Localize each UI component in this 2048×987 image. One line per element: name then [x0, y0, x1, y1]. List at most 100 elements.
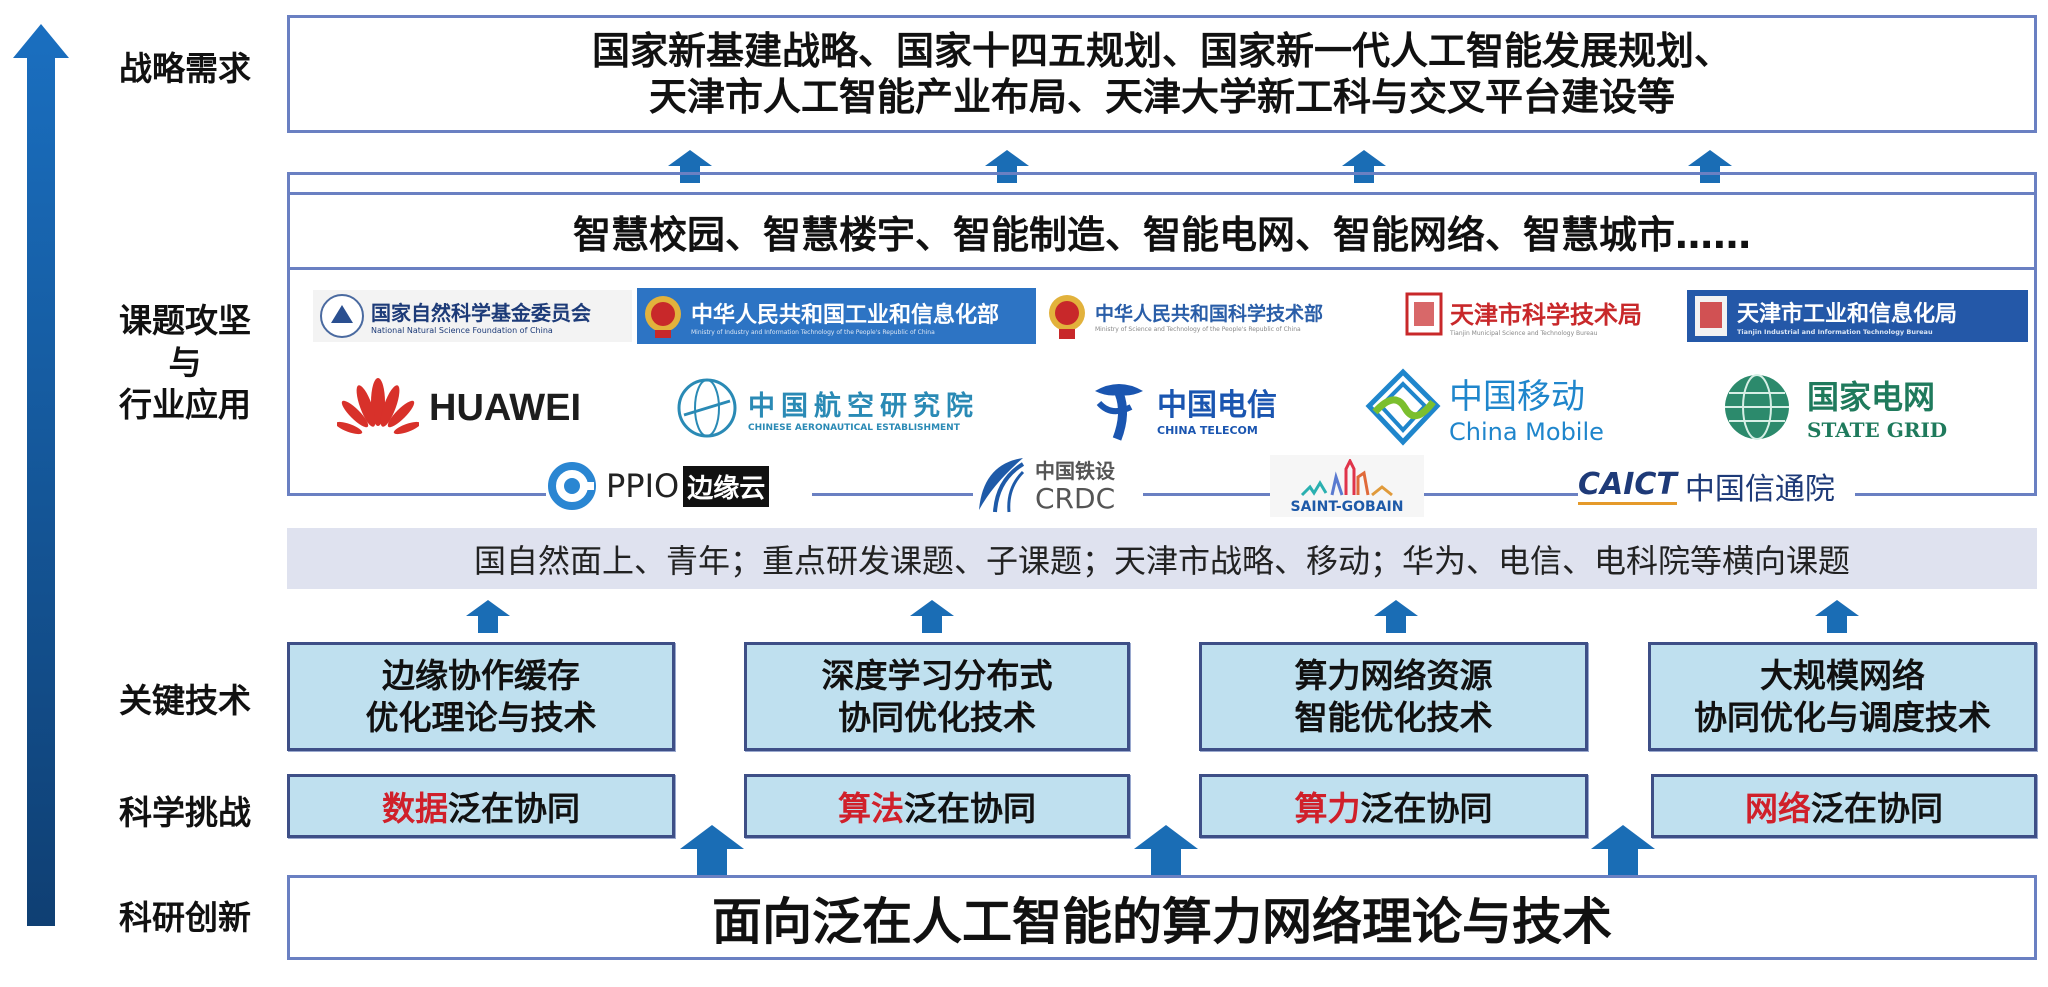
logo-china-telecom-en: CHINA TELECOM	[1157, 423, 1258, 437]
logo-cae-cn: 中国航空研究院	[748, 390, 979, 422]
key-tech-line1: 边缘协作缓存	[382, 655, 580, 695]
arrow-up-icon	[1374, 600, 1418, 633]
challenge-box: 网络泛在协同	[1651, 774, 2037, 838]
national-emblem-icon	[645, 296, 681, 338]
logo-huawei: HUAWEI	[337, 372, 614, 444]
logo-state-grid-en: STATE GRID	[1807, 418, 1948, 442]
challenge-highlight: 算法	[838, 789, 904, 828]
vertical-progress-arrow-icon	[13, 24, 69, 926]
logo-tianjin-science-en: Tianjin Municipal Science and Technology…	[1450, 330, 1598, 337]
label-challenge: 科学挑战	[119, 793, 251, 832]
logo-miit-cn: 中华人民共和国工业和信息化部	[691, 302, 1000, 328]
label-innovation: 科研创新	[119, 898, 251, 937]
logo-china-telecom: 中国电信 CHINA TELECOM	[1087, 372, 1300, 444]
china-mobile-icon	[1365, 368, 1441, 446]
logo-saint-gobain-text: SAINT-GOBAIN	[1290, 499, 1404, 515]
logo-china-mobile-cn: 中国移动	[1449, 376, 1585, 417]
ppio-ring-icon	[548, 462, 596, 510]
challenge-rest: 泛在协同	[448, 789, 580, 828]
key-tech-line2: 优化理论与技术	[365, 697, 597, 737]
innovation-box: 面向泛在人工智能的算力网络理论与技术	[287, 875, 2037, 960]
projects-frame	[287, 172, 2037, 496]
logo-tianjin-science: 天津市科学技术局 Tianjin Municipal Science and T…	[1404, 288, 1678, 344]
label-projects-line1: 课题攻坚	[119, 301, 251, 340]
arrow-up-icon	[1591, 825, 1655, 875]
logo-cae: 中国航空研究院 CHINESE AERONAUTICAL ESTABLISHME…	[676, 372, 980, 444]
challenge-box: 数据泛在协同	[287, 774, 675, 838]
cae-globe-icon	[677, 378, 737, 438]
china-telecom-icon	[1095, 384, 1143, 441]
huawei-petals-icon	[337, 378, 419, 435]
state-grid-globe-icon	[1725, 374, 1789, 440]
arrow-up-icon	[910, 600, 954, 633]
logo-crdc: 中国铁设 CRDC	[973, 452, 1143, 516]
logo-nsfc-cn: 国家自然科学基金委员会	[371, 301, 591, 325]
logo-miit-en: Ministry of Industry and Information Tec…	[691, 328, 935, 336]
strategy-line-2: 天津市人工智能产业布局、天津大学新工科与交叉平台建设等	[648, 75, 1675, 119]
key-tech-box: 边缘协作缓存 优化理论与技术	[287, 642, 675, 751]
key-tech-line1: 深度学习分布式	[821, 655, 1053, 695]
challenge-highlight: 网络	[1745, 789, 1811, 828]
saint-gobain-skyline-icon	[1300, 459, 1393, 497]
national-emblem-icon	[1049, 295, 1085, 339]
logo-nsfc-en: National Natural Science Foundation of C…	[371, 326, 553, 335]
logo-state-grid-cn: 国家电网	[1807, 378, 1936, 416]
logo-saint-gobain: SAINT-GOBAIN	[1270, 455, 1424, 517]
logo-caict: CAICT 中国信通院	[1578, 462, 1855, 510]
logo-huawei-text: HUAWEI	[429, 386, 581, 429]
logo-caict-text: CAICT	[1578, 467, 1677, 505]
arrow-up-icon	[466, 600, 510, 633]
nsfc-emblem-icon	[320, 294, 364, 338]
crdc-swoosh-icon	[979, 458, 1025, 513]
logo-miit: 中华人民共和国工业和信息化部 Ministry of Industry and …	[637, 288, 1036, 344]
arrow-up-icon	[1815, 600, 1859, 633]
logo-ppio: PPIO 边缘云	[546, 458, 812, 514]
projects-band: 国自然面上、青年；重点研发课题、子课题；天津市战略、移动；华为、电信、电科院等横…	[287, 528, 2037, 589]
logo-tianjin-industry: 天津市工业和信息化局 Tianjin Industrial and Inform…	[1687, 290, 2028, 342]
logo-crdc-cn: 中国铁设	[1035, 458, 1115, 483]
tianjin-seal-icon	[1405, 292, 1443, 336]
key-tech-line2: 协同优化技术	[838, 697, 1036, 737]
challenge-highlight: 数据	[382, 789, 448, 828]
tianjin-seal-icon	[1695, 296, 1727, 336]
challenge-rest: 泛在协同	[904, 789, 1036, 828]
logo-ppio-cn: 边缘云	[683, 465, 770, 507]
key-tech-line2: 协同优化与调度技术	[1694, 697, 1991, 737]
logo-cae-en: CHINESE AERONAUTICAL ESTABLISHMENT	[748, 422, 960, 433]
logo-caict-cn: 中国信通院	[1684, 472, 1835, 507]
logo-tianjin-science-cn: 天津市科学技术局	[1450, 300, 1642, 329]
challenge-box: 算法泛在协同	[744, 774, 1130, 838]
logo-china-mobile-en: China Mobile	[1449, 417, 1604, 446]
key-tech-line2: 智能优化技术	[1294, 697, 1493, 737]
strategy-box: 国家新基建战略、国家十四五规划、国家新一代人工智能发展规划、 天津市人工智能产业…	[287, 15, 2037, 133]
arrow-up-icon	[1134, 825, 1198, 875]
label-projects-line3: 行业应用	[119, 385, 251, 424]
logo-most: 中华人民共和国科学技术部 Ministry of Science and Tec…	[1045, 288, 1397, 344]
key-tech-line1: 大规模网络	[1760, 655, 1925, 695]
logo-state-grid: 国家电网 STATE GRID	[1721, 366, 1966, 448]
applications-text: 智慧校园、智慧楼宇、智能制造、智能电网、智能网络、智慧城市……	[572, 212, 1751, 257]
key-tech-line1: 算力网络资源	[1294, 655, 1493, 695]
key-tech-box: 深度学习分布式 协同优化技术	[744, 642, 1130, 751]
key-tech-box: 大规模网络 协同优化与调度技术	[1648, 642, 2037, 751]
label-projects-line2: 与	[168, 343, 202, 382]
logo-tianjin-industry-cn: 天津市工业和信息化局	[1737, 302, 1958, 327]
arrow-up-icon	[680, 825, 744, 875]
challenge-box: 算力泛在协同	[1199, 774, 1588, 838]
logo-china-mobile: 中国移动 China Mobile	[1365, 366, 1609, 448]
logo-nsfc: 国家自然科学基金委员会 National Natural Science Fou…	[313, 290, 632, 342]
logo-crdc-en: CRDC	[1035, 481, 1116, 515]
key-tech-box: 算力网络资源 智能优化技术	[1199, 642, 1588, 751]
label-key-tech: 关键技术	[119, 681, 251, 720]
logo-ppio-text: PPIO	[606, 467, 680, 505]
frame-divider	[287, 267, 2037, 270]
challenge-highlight: 算力	[1294, 789, 1361, 828]
logo-china-telecom-cn: 中国电信	[1157, 387, 1277, 423]
logo-tianjin-industry-en: Tianjin Industrial and Information Techn…	[1737, 328, 1933, 336]
frame-divider	[287, 192, 2037, 195]
logo-most-en: Ministry of Science and Technology of th…	[1095, 326, 1301, 333]
strategy-line-1: 国家新基建战略、国家十四五规划、国家新一代人工智能发展规划、	[591, 29, 1732, 73]
challenge-rest: 泛在协同	[1360, 789, 1493, 828]
challenge-rest: 泛在协同	[1811, 789, 1943, 828]
logo-most-cn: 中华人民共和国科学技术部	[1095, 303, 1324, 325]
